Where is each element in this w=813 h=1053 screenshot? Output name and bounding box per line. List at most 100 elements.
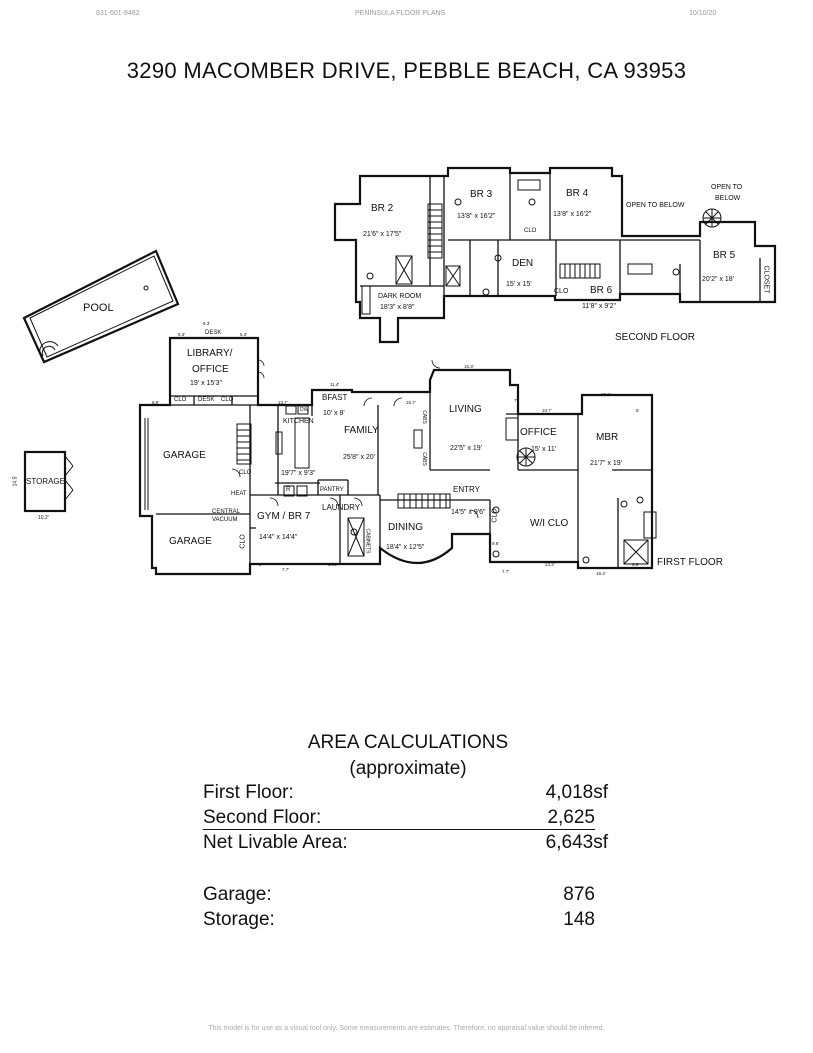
- room-br4-size: 13'8" x 16'2": [553, 211, 592, 218]
- second-floor-label: SECOND FLOOR: [615, 332, 696, 343]
- area-label: Second Floor:: [203, 807, 322, 828]
- room-living-size: 22'5" x 19': [450, 445, 483, 452]
- room-darkroom-name: DARK ROOM: [378, 293, 422, 300]
- open-to-below-label-2b: BELOW: [715, 195, 741, 202]
- clo-label-sf-2: CLO: [554, 288, 569, 295]
- svg-text:6.9': 6.9': [632, 562, 639, 567]
- room-garage-2-name: GARAGE: [169, 536, 212, 547]
- svg-text:5.3': 5.3': [178, 332, 185, 337]
- svg-text:7': 7': [514, 398, 518, 403]
- room-dining-name: DINING: [388, 522, 423, 533]
- svg-text:10.6': 10.6': [601, 392, 611, 397]
- first-floor-label: FIRST FLOOR: [657, 557, 723, 568]
- room-wi-clo-name: W/I CLO: [530, 518, 569, 529]
- room-gym-size: 14'4" x 14'4": [259, 534, 298, 541]
- svg-text:9.6': 9.6': [492, 541, 499, 546]
- room-mbr-name: MBR: [596, 432, 619, 443]
- open-to-below-label: OPEN TO BELOW: [626, 202, 685, 209]
- room-library-size: 19' x 15'3": [190, 380, 223, 387]
- first-floor-outline: [138, 336, 654, 576]
- area-row-net-livable: Net Livable Area: 6,643sf: [203, 832, 608, 856]
- header-date: 10/10/20: [689, 10, 717, 17]
- svg-text:11.4': 11.4': [330, 382, 339, 387]
- svg-text:22.4': 22.4': [195, 579, 205, 580]
- bath-fixtures-second-floor: [361, 179, 680, 315]
- svg-text:13.2': 13.2': [545, 562, 555, 567]
- svg-text:15.3': 15.3': [464, 364, 474, 369]
- kitchen-fixtures: [275, 405, 519, 497]
- room-bfast-size: 10' x 8': [323, 410, 345, 417]
- cabs-label-2: CABS: [420, 452, 427, 466]
- room-library-name2: OFFICE: [192, 364, 229, 375]
- area-value: 876: [563, 884, 595, 905]
- header-company: PENINSULA FLOOR PLANS: [355, 10, 446, 17]
- room-garage-1-name: GARAGE: [163, 450, 206, 461]
- svg-text:9': 9': [259, 562, 263, 567]
- bath-fixtures-first-floor: [347, 496, 657, 565]
- svg-text:7.7': 7.7': [502, 569, 509, 574]
- room-br5-name: BR 5: [713, 250, 736, 261]
- closet-label: CLOSET: [762, 265, 770, 294]
- area-value: 148: [563, 909, 595, 930]
- storage-label: STORAGE: [26, 477, 65, 486]
- room-den-size: 15' x 15': [506, 281, 532, 288]
- room-family-name: FAMILY: [344, 425, 379, 436]
- heat-label: HEAT: [231, 491, 247, 497]
- fridge-label: R: [286, 487, 291, 493]
- disclaimer-footer: This model is for use as a visual tool o…: [208, 1025, 605, 1032]
- floor-plan-diagram: 9.3'5.3'5.3' 6.5'13.7'11.4' 15.7'15.3'10…: [22, 166, 777, 580]
- area-label: Garage:: [203, 884, 272, 905]
- stairs-second-floor: [427, 203, 601, 279]
- area-calculations-title: AREA CALCULATIONS: [307, 732, 509, 753]
- pool-label: POOL: [83, 302, 114, 314]
- open-to-below-label-2a: OPEN TO: [711, 184, 743, 191]
- area-row-second-floor: Second Floor: 2,625: [203, 807, 608, 831]
- property-address: 3290 MACOMBER DRIVE, PEBBLE BEACH, CA 93…: [126, 58, 687, 83]
- room-mbr-size: 21'7" x 19': [590, 460, 623, 467]
- svg-text:18.4': 18.4': [596, 571, 606, 576]
- room-laundry-name: LAUNDRY: [322, 503, 361, 512]
- svg-text:6.5': 6.5': [152, 400, 159, 405]
- room-living-name: LIVING: [449, 404, 482, 415]
- cabinets-label: CABINETS: [364, 528, 371, 554]
- desk-label-2: DESK: [198, 397, 215, 403]
- room-br2-name: BR 2: [371, 203, 394, 214]
- storage-dim-height: 14.5': [12, 475, 19, 487]
- svg-text:5.3': 5.3': [240, 332, 247, 337]
- dw-label: DW: [300, 407, 309, 413]
- room-br3-name: BR 3: [470, 189, 493, 200]
- room-kitchen-size: 19'7" x 9'3": [281, 470, 316, 477]
- storage-dim-width: 10.2': [38, 515, 49, 521]
- clo-label-ff-3: CLO: [239, 470, 252, 476]
- room-bfast-name: BFAST: [322, 393, 348, 402]
- area-value: 4,018sf: [545, 782, 608, 803]
- clo-label-ff-1: CLO: [174, 397, 187, 403]
- area-calculations-subtitle: (approximate): [349, 758, 467, 779]
- room-br2-size: 21'6" x 17'5": [363, 231, 402, 238]
- room-br6-size: 11'8" x 9'2": [582, 303, 616, 310]
- room-library-name: LIBRARY/: [187, 348, 233, 359]
- stairs-first-floor: [236, 423, 451, 509]
- room-entry-name: ENTRY: [453, 485, 480, 494]
- area-label: Storage:: [203, 909, 275, 930]
- svg-text:15.7': 15.7': [406, 400, 416, 405]
- room-den-name: DEN: [512, 258, 534, 269]
- svg-text:5': 5': [636, 408, 640, 413]
- header-phone: 831-601-8482: [96, 10, 140, 17]
- clo-label-ff-2: CLO: [221, 397, 234, 403]
- area-value: 6,643sf: [545, 832, 608, 853]
- area-label: First Floor:: [203, 782, 294, 803]
- room-gym-name: GYM / BR 7: [257, 511, 311, 522]
- room-kitchen-name: KITCHEN: [283, 418, 314, 425]
- area-total-rule: [203, 829, 595, 830]
- room-family-size: 25'8" x 20': [343, 454, 376, 461]
- clo-label-ff-5: CLO: [491, 508, 499, 523]
- room-br5-size: 20'2" x 18': [702, 276, 735, 283]
- svg-text:9.3': 9.3': [203, 321, 210, 326]
- central-vacuum-label-2: VACUUM: [212, 517, 238, 523]
- svg-text:10.7': 10.7': [542, 408, 552, 413]
- room-br3-size: 13'8" x 16'2": [457, 213, 496, 220]
- area-value: 2,625: [547, 807, 595, 828]
- cabs-label-1: CABS: [420, 410, 427, 424]
